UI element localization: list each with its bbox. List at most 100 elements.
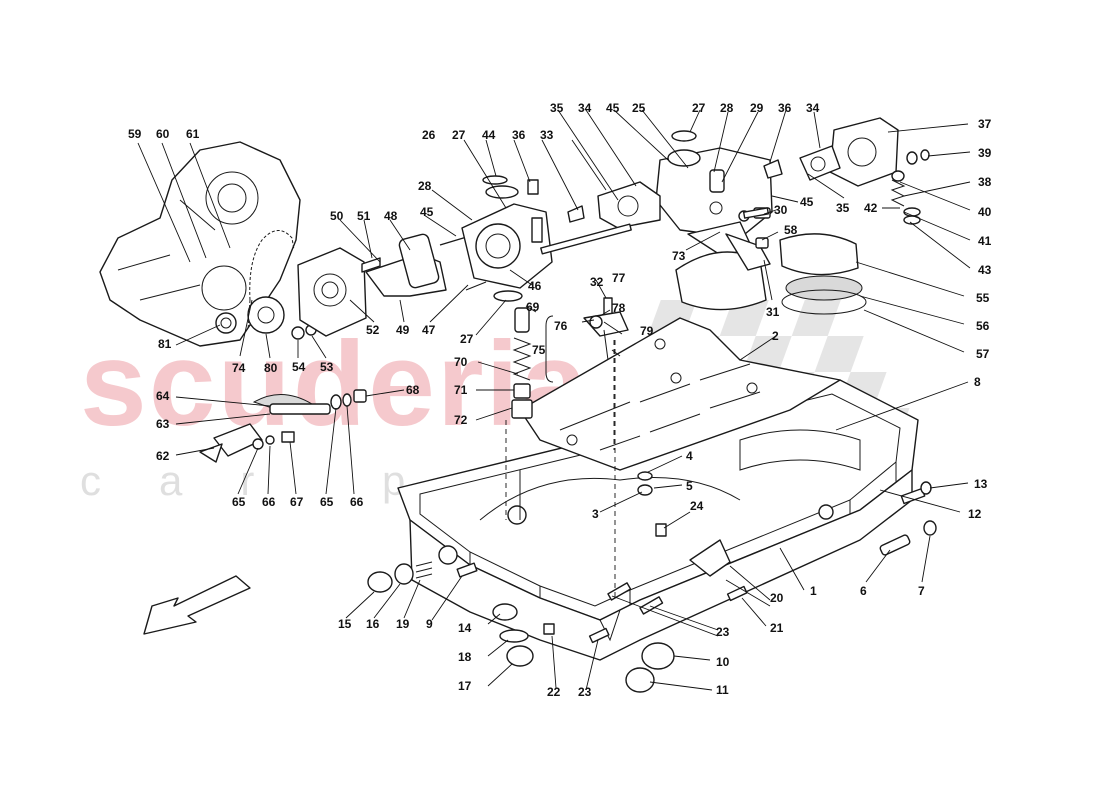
callout-42: 42 — [864, 201, 878, 215]
callout-27-mid: 27 — [460, 332, 474, 346]
callout-32: 32 — [590, 275, 604, 289]
callout-53: 53 — [320, 360, 334, 374]
oil-pump-body-center — [461, 175, 553, 302]
callout-45-right: 45 — [800, 195, 814, 209]
callout-28-right: 28 — [720, 101, 734, 115]
callout-57: 57 — [976, 347, 990, 361]
callout-65-right: 65 — [320, 495, 334, 509]
callout-67: 67 — [290, 495, 304, 509]
callout-80: 80 — [264, 361, 278, 375]
callout-5: 5 — [686, 479, 693, 493]
callout-29: 29 — [750, 101, 764, 115]
callout-30: 30 — [774, 203, 788, 217]
callout-66-right: 66 — [350, 495, 364, 509]
callout-13: 13 — [974, 477, 988, 491]
callout-15: 15 — [338, 617, 352, 631]
callout-labels: 1 2 3 4 5 6 7 8 9 10 11 12 13 14 15 16 1… — [128, 101, 992, 699]
oil-sump — [397, 379, 919, 661]
callout-10: 10 — [716, 655, 730, 669]
callout-17: 17 — [458, 679, 472, 693]
callout-37: 37 — [978, 117, 992, 131]
callout-74: 74 — [232, 361, 246, 375]
callout-54: 54 — [292, 360, 306, 374]
callout-52: 52 — [366, 323, 380, 337]
callout-70: 70 — [454, 355, 468, 369]
callout-3: 3 — [592, 507, 599, 521]
callout-27-top: 27 — [452, 128, 466, 142]
callout-12: 12 — [968, 507, 982, 521]
callout-47: 47 — [422, 323, 436, 337]
callout-69: 69 — [526, 300, 540, 314]
callout-72: 72 — [454, 413, 468, 427]
pump-cover-far-right — [763, 117, 930, 225]
callout-31: 31 — [766, 305, 780, 319]
callout-16: 16 — [366, 617, 380, 631]
leader-lines — [137, 109, 971, 691]
scavenge-pump-left — [297, 229, 501, 337]
callout-68: 68 — [406, 383, 420, 397]
pump-shafts — [540, 207, 770, 255]
callout-34-left: 34 — [578, 101, 592, 115]
callout-44: 44 — [482, 128, 496, 142]
callout-59: 59 — [128, 127, 142, 141]
callout-66-left: 66 — [262, 495, 276, 509]
callout-4: 4 — [686, 449, 693, 463]
chain-and-sprocket — [247, 230, 317, 340]
callout-2: 2 — [772, 329, 779, 343]
timing-cover — [99, 141, 301, 347]
drain-plugs-fittings — [367, 471, 937, 693]
callout-35-right: 35 — [836, 201, 850, 215]
callout-35-left: 35 — [550, 101, 564, 115]
callout-43: 43 — [978, 263, 992, 277]
callout-64: 64 — [156, 389, 170, 403]
callout-33: 33 — [540, 128, 554, 142]
callout-46: 46 — [528, 279, 542, 293]
callout-19: 19 — [396, 617, 410, 631]
callout-8: 8 — [974, 375, 981, 389]
callout-71: 71 — [454, 383, 468, 397]
callout-60: 60 — [156, 127, 170, 141]
callout-24: 24 — [690, 499, 704, 513]
callout-78: 78 — [612, 301, 626, 315]
callout-39: 39 — [978, 146, 992, 160]
callout-62: 62 — [156, 449, 170, 463]
callout-61: 61 — [186, 127, 200, 141]
callout-45-mid: 45 — [606, 101, 620, 115]
callout-40: 40 — [978, 205, 992, 219]
callout-26: 26 — [422, 128, 436, 142]
callout-27-right: 27 — [692, 101, 706, 115]
oil-strainer — [675, 233, 867, 315]
direction-arrow-icon — [143, 575, 251, 635]
callout-38: 38 — [978, 175, 992, 189]
callout-58: 58 — [784, 223, 798, 237]
callout-25: 25 — [632, 101, 646, 115]
callout-79: 79 — [640, 324, 654, 338]
callout-50: 50 — [330, 209, 344, 223]
relief-valve — [511, 307, 533, 419]
callout-36-left: 36 — [512, 128, 526, 142]
callout-9: 9 — [426, 617, 433, 631]
callout-14: 14 — [458, 621, 472, 635]
callout-23-right: 23 — [716, 625, 730, 639]
callout-34-right: 34 — [806, 101, 820, 115]
callout-41: 41 — [978, 234, 992, 248]
chain-tensioner-bracket — [199, 389, 367, 463]
callout-7: 7 — [918, 584, 925, 598]
callout-18: 18 — [458, 650, 472, 664]
callout-63: 63 — [156, 417, 170, 431]
callout-77: 77 — [612, 271, 626, 285]
callout-11: 11 — [716, 683, 729, 697]
oil-jet-fittings — [583, 297, 629, 361]
callout-45-left: 45 — [420, 205, 434, 219]
baffle-plate — [519, 317, 841, 471]
callout-75: 75 — [532, 343, 546, 357]
callout-65-left: 65 — [232, 495, 246, 509]
callout-73: 73 — [672, 249, 686, 263]
callout-56: 56 — [976, 319, 990, 333]
callout-81: 81 — [158, 337, 172, 351]
callout-36-right: 36 — [778, 101, 792, 115]
callout-1: 1 — [810, 584, 817, 598]
callout-20: 20 — [770, 591, 784, 605]
callout-55: 55 — [976, 291, 990, 305]
